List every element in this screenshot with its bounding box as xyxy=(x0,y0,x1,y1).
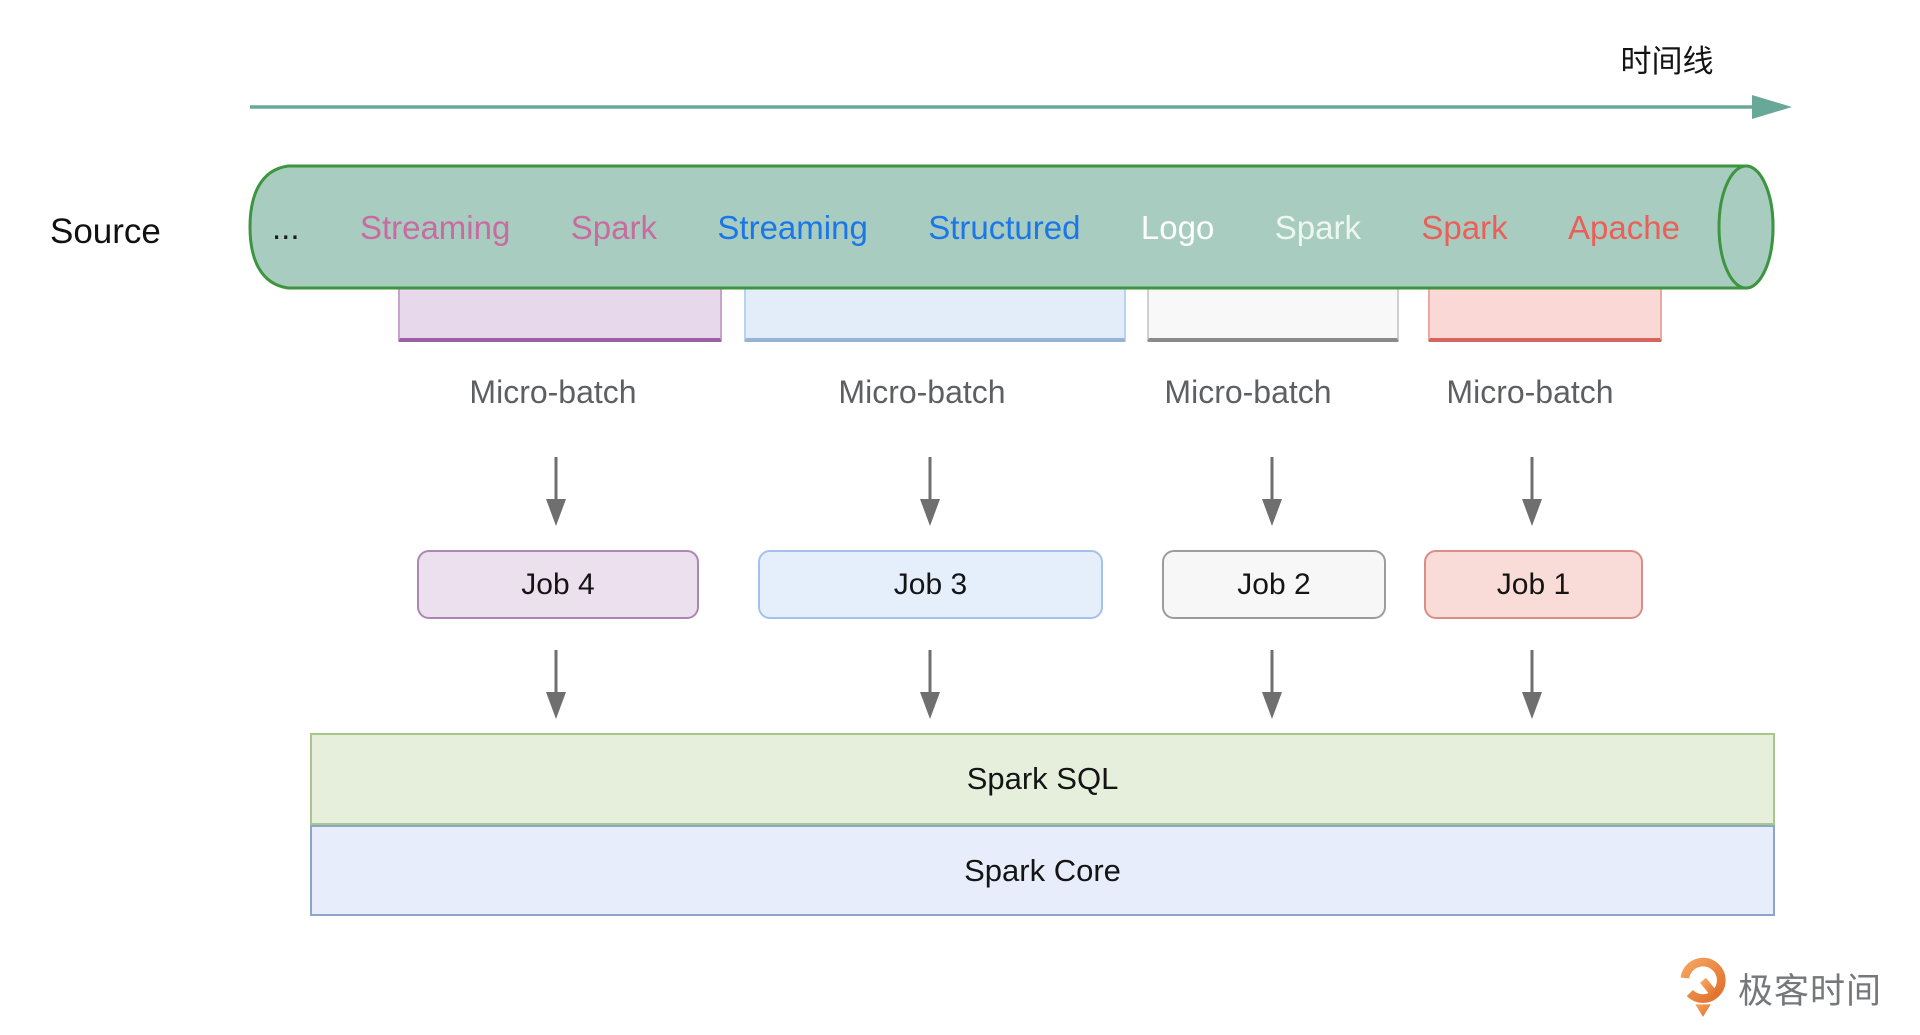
down-arrow-icon xyxy=(1262,650,1282,719)
source-label: Source xyxy=(50,212,161,251)
down-arrow-icon xyxy=(546,457,566,526)
job-box: Job 2 xyxy=(1162,550,1386,619)
micro-batch-label: Micro-batch xyxy=(469,374,637,410)
stream-words: ... Streaming Spark Streaming Structured… xyxy=(272,166,1680,290)
down-arrow-icon xyxy=(546,650,566,719)
stream-word: Structured xyxy=(928,209,1081,246)
job-label: Job 4 xyxy=(521,567,595,601)
spark-sql-layer: Spark SQL xyxy=(310,733,1775,825)
geektime-logo-text: 极客时间 xyxy=(1738,971,1883,1011)
spark-core-layer: Spark Core xyxy=(310,825,1775,916)
layer-label: Spark SQL xyxy=(966,761,1119,796)
stream-word: Logo xyxy=(1140,209,1215,246)
down-arrow-icon xyxy=(920,650,940,719)
stream-word: Spark xyxy=(1274,209,1361,246)
job-box: Job 3 xyxy=(758,550,1103,619)
stream-word: Spark xyxy=(570,209,657,246)
stream-word: Streaming xyxy=(717,209,868,246)
job-label: Job 3 xyxy=(893,567,968,601)
stream-word: Streaming xyxy=(359,209,511,246)
stream-word: Spark xyxy=(1421,209,1508,246)
layer-label: Spark Core xyxy=(964,852,1121,888)
job-box: Job 1 xyxy=(1424,550,1643,619)
down-arrow-icon xyxy=(920,457,940,526)
micro-batch-label: Micro-batch xyxy=(1446,374,1614,410)
cylinder-cap xyxy=(1717,164,1775,290)
job-label: Job 1 xyxy=(1496,567,1571,601)
down-arrow-icon xyxy=(1522,457,1542,526)
geektime-logo: 极客时间 xyxy=(1678,956,1882,1020)
stream-word: Apache xyxy=(1568,209,1680,246)
job-box: Job 4 xyxy=(417,550,699,619)
micro-batch-label: Micro-batch xyxy=(1164,374,1332,410)
timeline-label: 时间线 xyxy=(1620,44,1714,79)
down-arrow-icon xyxy=(1522,650,1542,719)
geektime-logo-icon xyxy=(1680,957,1726,1017)
source-cylinder xyxy=(248,164,1775,290)
micro-batch-label: Micro-batch xyxy=(838,374,1006,410)
timeline-arrow-icon xyxy=(250,95,1792,119)
stream-word: ... xyxy=(272,209,300,246)
down-arrow-icon xyxy=(1262,457,1282,526)
job-label: Job 2 xyxy=(1237,567,1311,601)
